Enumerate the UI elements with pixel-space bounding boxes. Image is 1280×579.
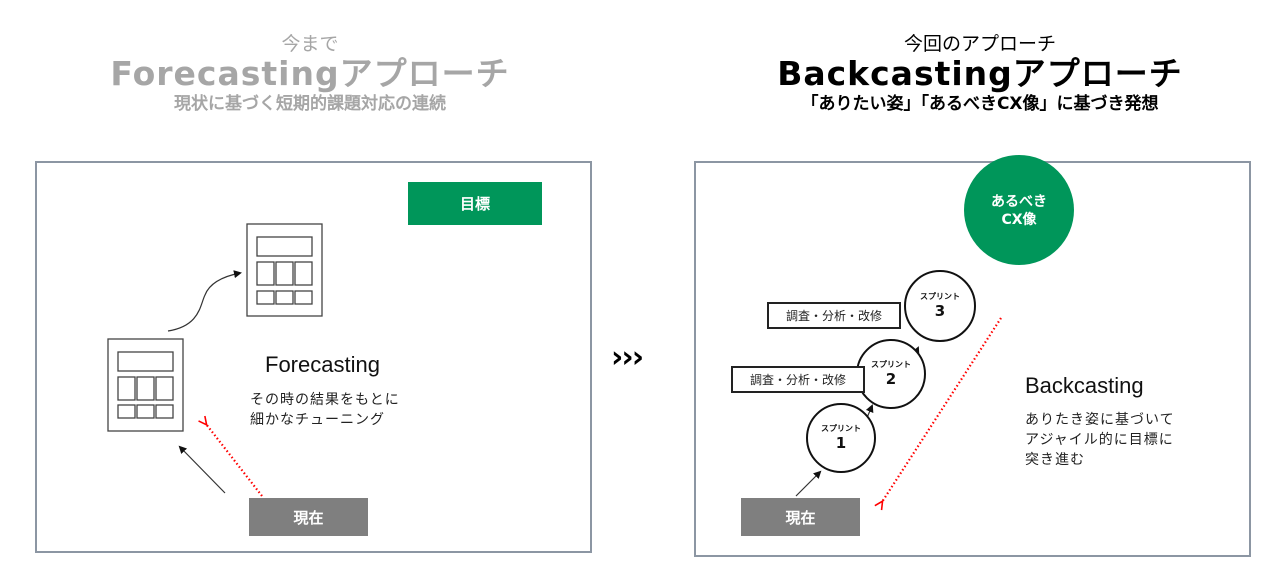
task-box-upper: 調査・分析・改修: [767, 302, 901, 329]
sprint-1-label: スプリント: [821, 424, 861, 433]
forecasting-desc-line2: 細かなチューニング: [250, 412, 385, 428]
task-lower-label: 調査・分析・改修: [749, 373, 846, 387]
arrow-now-to-sprint1: [795, 470, 822, 497]
sprint-3-number: 3: [934, 302, 946, 320]
left-subtitle: 現状に基づく短期的課題対応の連続: [174, 94, 446, 114]
curved-arrow-icon: [167, 270, 242, 332]
now-box-right: 現在: [741, 498, 860, 536]
backcasting-diagram-title: Backcasting: [1025, 373, 1144, 398]
dotted-red-arrow-right: [882, 317, 1002, 502]
backcasting-description: ありたき姿に基づいて アジャイル的に目標に 突き進む: [1025, 410, 1175, 470]
goal-cx-line2: CX像: [1001, 212, 1037, 228]
left-pre-title: 今まで: [281, 33, 339, 55]
backcasting-desc-line3: 突き進む: [1025, 452, 1085, 468]
backcasting-header: 今回のアプローチ Backcastingアプローチ 「ありたい姿」「あるべきCX…: [720, 33, 1240, 115]
arrow-now-to-calc: [178, 445, 226, 494]
calculator-icon-1: [107, 338, 184, 432]
backcasting-desc-line2: アジャイル的に目標に: [1025, 432, 1174, 448]
dotted-red-arrow-left: [206, 424, 263, 497]
triple-chevron-right-icon: ›››: [611, 340, 644, 375]
goal-label: 目標: [459, 195, 490, 213]
now-label-left: 現在: [293, 508, 324, 527]
sprint-circle-1: スプリント 1: [806, 403, 876, 473]
forecasting-description: その時の結果をもとに 細かなチューニング: [250, 390, 400, 430]
sprint-1-number: 1: [835, 434, 847, 452]
backcasting-desc-line1: ありたき姿に基づいて: [1025, 412, 1175, 428]
sprint-2-number: 2: [885, 370, 897, 388]
sprint-3-label: スプリント: [920, 292, 960, 301]
forecasting-panel: [35, 161, 592, 553]
left-title: Forecastingアプローチ: [110, 54, 510, 93]
goal-cx-circle: あるべき CX像: [964, 155, 1074, 265]
right-pre-title: 今回のアプローチ: [903, 33, 1056, 55]
right-title: Backcastingアプローチ: [777, 54, 1183, 93]
sprint-circle-3: スプリント 3: [904, 270, 976, 342]
forecasting-header: 今まで Forecastingアプローチ 現状に基づく短期的課題対応の連続: [60, 33, 560, 115]
sprint-circle-2: スプリント 2: [856, 339, 926, 409]
task-upper-label: 調査・分析・改修: [785, 309, 882, 323]
goal-box: 目標: [408, 182, 542, 225]
sprint-2-label: スプリント: [871, 360, 911, 369]
goal-cx-line1: あるべき: [991, 194, 1047, 210]
right-subtitle: 「ありたい姿」「あるべきCX像」に基づき発想: [801, 94, 1159, 114]
forecasting-diagram-title: Forecasting: [265, 352, 380, 377]
task-box-lower: 調査・分析・改修: [731, 366, 865, 393]
calculator-icon-2: [246, 223, 323, 317]
now-label-right: 現在: [785, 508, 816, 527]
now-box-left: 現在: [249, 498, 368, 536]
forecasting-desc-line1: その時の結果をもとに: [250, 392, 400, 408]
